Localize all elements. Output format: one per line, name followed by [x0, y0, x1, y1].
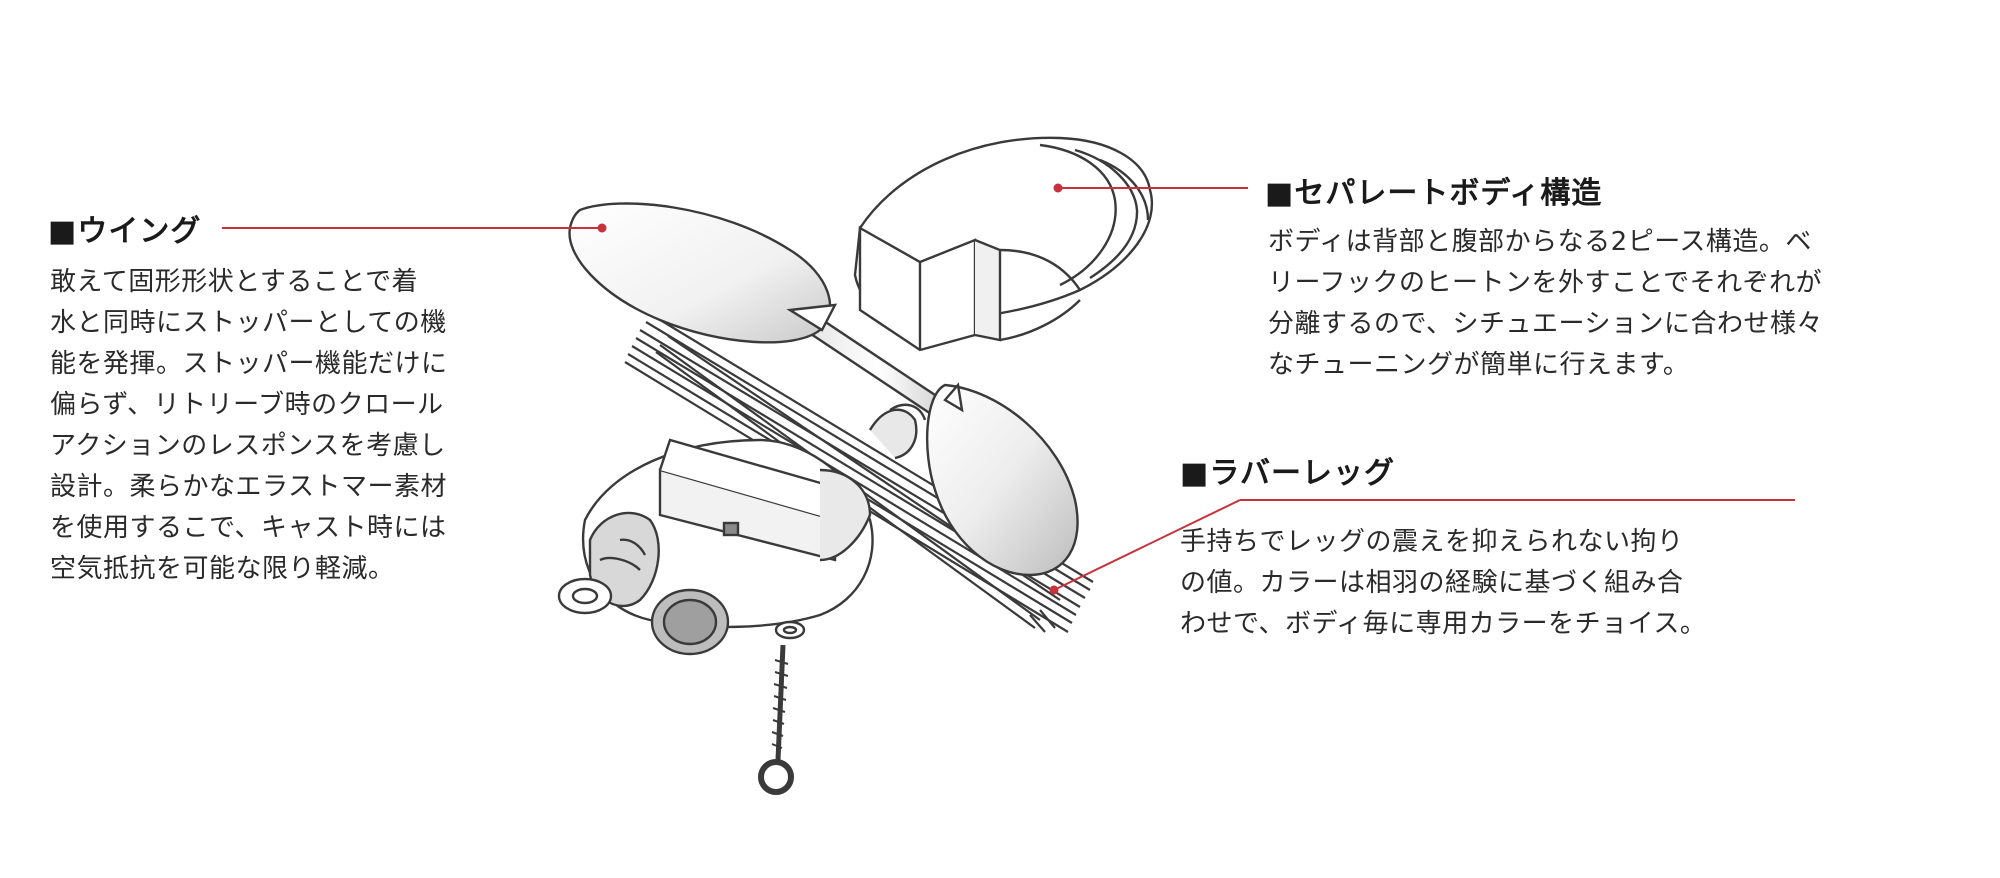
legs-leader-line: [1053, 499, 1241, 591]
wing-callout-line: 偏らず、リトリーブ時のクロール: [50, 390, 444, 420]
body-callout-line: 分離するので、シチュエーションに合わせ様々: [1268, 309, 1823, 339]
leader-lines: [222, 187, 1795, 591]
wing-callout-line: 設計。柔らかなエラストマー素材: [50, 472, 447, 502]
legs-callout-line: 手持ちでレッグの震えを抑えられない拘り: [1180, 527, 1684, 557]
lure-wing-illustration: [568, 202, 1079, 577]
body-callout-line: ボディは背部と腹部からなる2ピース構造。ベ: [1268, 227, 1812, 257]
wing-callout-line: 水と同時にストッパーとしての機: [50, 308, 447, 338]
wing-callout-line: を使用するこで、キャスト時には: [50, 513, 447, 543]
legs-callout-title: ■ラバーレッグ: [1180, 456, 1396, 491]
leader-dots: [597, 183, 1063, 595]
wing-callout-body: 敢えて固形形状とすることで着 水と同時にストッパーとしての機 能を発揮。ストッパ…: [50, 262, 448, 590]
wing-callout-title: ■ウイング: [48, 214, 202, 249]
legs-leader-dot: [1049, 585, 1059, 595]
legs-callout-line: の値。カラーは相羽の経験に基づく組み合: [1180, 568, 1684, 598]
wing-callout-line: 空気抵抗を可能な限り軽減。: [50, 554, 395, 584]
wing-callout-line: 敢えて固形形状とすることで着: [50, 267, 419, 297]
legs-callout-line: わせで、ボディ毎に専用カラーをチョイス。: [1180, 609, 1707, 639]
body-callout-line: リーフックのヒートンを外すことでそれぞれが: [1268, 268, 1823, 298]
screw-eye-illustration: [758, 620, 806, 795]
wing-leader-dot: [597, 223, 607, 233]
body-callout-line: なチューニングが簡単に行えます。: [1268, 350, 1690, 380]
wing-callout-line: 能を発揮。ストッパー機能だけに: [50, 349, 448, 379]
legs-callout-body: 手持ちでレッグの震えを抑えられない拘り の値。カラーは相羽の経験に基づく組み合 …: [1180, 522, 1706, 645]
body-callout-body: ボディは背部と腹部からなる2ピース構造。ベ リーフックのヒートンを外すことでそれ…: [1268, 222, 1823, 386]
lure-back-body-illustration: [853, 136, 1153, 352]
lure-belly-body-illustration: [557, 403, 927, 656]
wing-callout-line: アクションのレスポンスを考慮し: [50, 431, 446, 461]
body-leader-dot: [1053, 183, 1063, 193]
body-callout-title: ■セパレートボディ構造: [1265, 176, 1603, 211]
